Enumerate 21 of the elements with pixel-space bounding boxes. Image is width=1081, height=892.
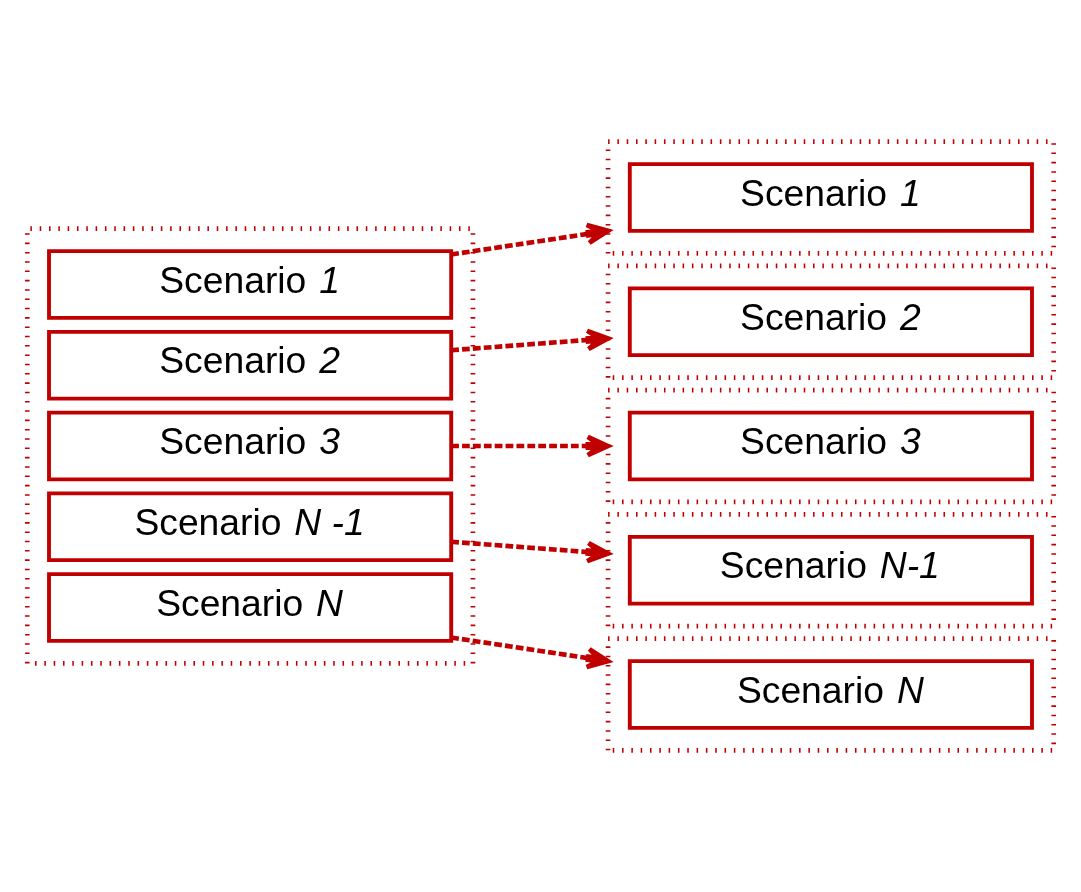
arrow [451,539,611,564]
cluster [605,263,1057,380]
node-box: Scenario N-1 [627,534,1034,606]
node-box: Scenario 3 [627,410,1034,482]
node-box: Scenario N [47,572,454,643]
cluster [605,139,1057,256]
arrow [451,328,611,353]
cluster [605,636,1057,753]
node-box: Scenario 1 [47,249,454,320]
arrow [450,222,611,257]
cluster [605,387,1057,505]
node-box: Scenario N -1 [47,491,454,563]
cluster [24,226,476,666]
cluster [605,512,1057,629]
node-box: Scenario 2 [627,286,1034,358]
node-box: Scenario N [627,659,1034,730]
node-box: Scenario 1 [627,162,1034,233]
node-box: Scenario 2 [47,329,454,401]
arrow [450,635,611,670]
arrow [451,434,611,458]
node-box: Scenario 3 [47,410,454,482]
